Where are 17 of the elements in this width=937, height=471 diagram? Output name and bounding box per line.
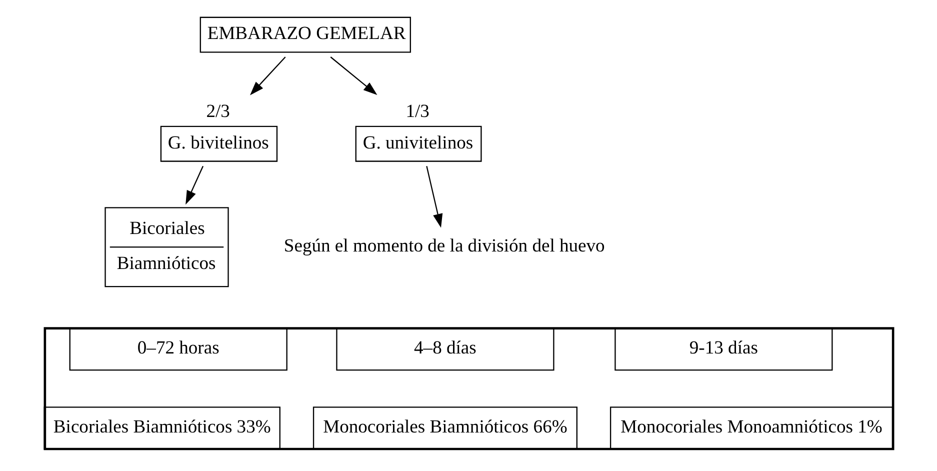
- node-box: EMBARAZO GEMELAR: [199, 16, 410, 53]
- node-box: G. univitelinos: [354, 126, 482, 162]
- node-box: 9-13 días: [614, 328, 832, 371]
- arrow: [185, 166, 204, 205]
- node-label: 1/3: [405, 100, 429, 122]
- arrow: [249, 56, 286, 96]
- arrow: [426, 166, 442, 228]
- node-box: 4–8 días: [336, 328, 554, 371]
- node-box: Monocoriales Monoamnióticos 1%: [609, 406, 893, 450]
- node-box: 0–72 horas: [68, 328, 287, 371]
- node-text: Según el momento de la división del huevo: [283, 236, 604, 257]
- node-box: G. bivitelinos: [160, 126, 278, 162]
- node-box: Bicoriales Biamnióticos: [104, 207, 228, 288]
- arrow: [330, 56, 377, 96]
- node-box: Bicoriales Biamnióticos 33%: [43, 406, 280, 450]
- node-label: 2/3: [206, 100, 230, 122]
- node-box: Monocoriales Biamnióticos 66%: [312, 406, 577, 450]
